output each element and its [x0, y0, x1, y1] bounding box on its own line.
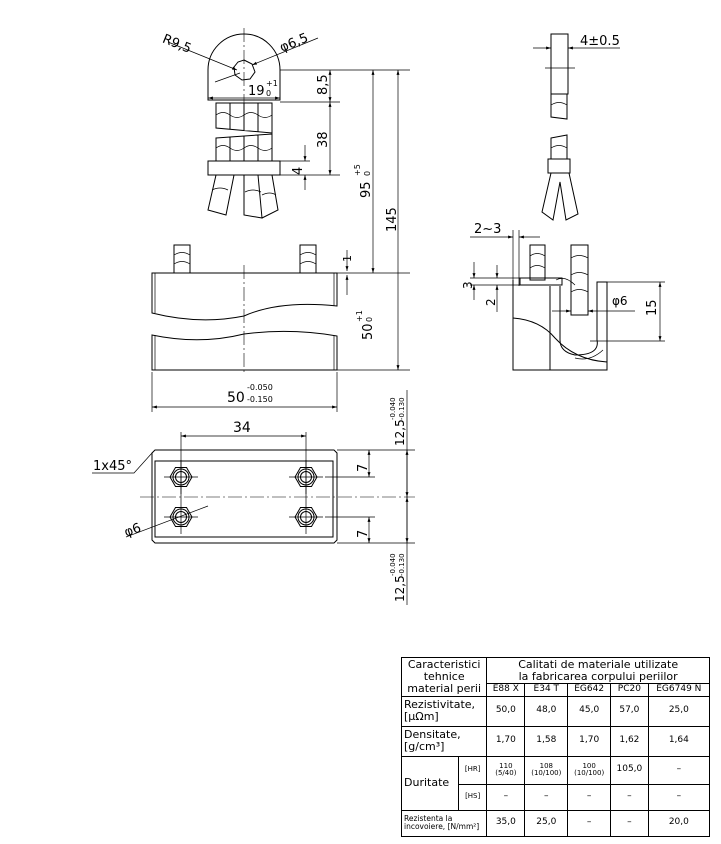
dim-4: 4	[291, 167, 306, 175]
header-line: la fabricarea corpului periilor	[518, 669, 678, 683]
cell: 1,70	[486, 725, 526, 757]
row-unit: [g/cm³]	[404, 740, 445, 754]
row-label: Rezistenta la	[404, 814, 453, 824]
cell: 45,0	[567, 695, 612, 727]
cell-sub: (10/100)	[531, 769, 562, 778]
dim-38: 38	[316, 131, 331, 148]
cell: 25,0	[524, 809, 569, 837]
cell: 35,0	[486, 809, 526, 837]
tol-low: 0	[363, 171, 372, 176]
tol-up: +1	[266, 79, 278, 88]
side-view-top: 4±0.5	[533, 33, 620, 221]
cell: –	[647, 783, 711, 811]
tol-up: +5	[353, 164, 362, 176]
tol-low: 0	[266, 89, 271, 98]
chamfer-label: 1x45°	[93, 459, 132, 474]
header-line: tehnice	[423, 669, 465, 683]
cell-sub: (5/40)	[495, 769, 517, 778]
cell: –	[524, 783, 569, 811]
dim-95: 95	[359, 181, 374, 198]
hr-label: [HR]	[457, 755, 488, 785]
cell: 50,0	[486, 695, 526, 727]
tol-up: -0.050	[247, 383, 273, 392]
dim-50-width: 50	[227, 390, 245, 406]
tol-low: -0.130	[398, 397, 406, 420]
dim-2-3: 2~3	[474, 222, 501, 237]
cell: 108	[539, 761, 553, 770]
tol-up: +1	[355, 310, 364, 322]
table-row: Rezistivitate,[μΩm] 50,0 48,0 45,0 57,0 …	[400, 695, 711, 727]
cell: –	[610, 809, 649, 837]
dim-15: 15	[645, 299, 660, 316]
top-view: R9,5 φ6,5 19 +1 0 8,5 38 4 95 +5 0 145	[160, 28, 410, 370]
cell: 57,0	[610, 695, 649, 727]
header-line: Caracteristici	[407, 658, 481, 672]
dim-7-bottom: 7	[356, 530, 371, 538]
hole-label: φ6	[122, 521, 143, 541]
dim-12-5-bottom: 12,5	[393, 575, 407, 602]
dim-4-0-5: 4±0.5	[580, 34, 620, 49]
dim-7-top: 7	[356, 464, 371, 472]
dim-1: 1	[341, 255, 354, 262]
tol-low: -0.130	[398, 553, 406, 576]
table-row: Densitate,[g/cm³] 1,70 1,58 1,70 1,62 1,…	[400, 725, 711, 757]
material-col: EG642	[567, 683, 612, 697]
header-characteristics: Caracteristici tehnice material perii	[400, 657, 488, 697]
dim-145: 145	[385, 207, 400, 232]
cell: 1,58	[524, 725, 569, 757]
material-col: E88 X	[486, 683, 526, 697]
cell: 105,0	[616, 764, 643, 775]
cell: 110	[499, 761, 513, 770]
mounting-hole	[289, 500, 323, 534]
cell: 1,64	[647, 725, 711, 757]
cell: 1,70	[567, 725, 612, 757]
material-col: EG6749 N	[647, 683, 711, 697]
cell: 48,0	[524, 695, 569, 727]
width-19-label: 19	[248, 84, 265, 99]
cell: –	[610, 783, 649, 811]
material-col: PC20	[610, 683, 649, 697]
side-view-section: 2~3 3 2 φ6 15	[461, 222, 665, 371]
header-line: Calitati de materiale utilizate	[518, 658, 679, 671]
material-col: E34 T	[524, 683, 569, 697]
table-row-hr: Duritate [HR] 110(5/40) 108(10/100) 100(…	[401, 755, 711, 811]
hardness-label: Duritate	[401, 755, 459, 811]
row-unit: [μΩm]	[404, 710, 439, 724]
tol-up: -0.040	[389, 553, 397, 576]
cell: –	[676, 764, 682, 775]
cell: –	[567, 783, 612, 811]
dim-8-5: 8,5	[316, 74, 331, 95]
dim-phi6: φ6	[612, 294, 628, 308]
cell: 20,0	[647, 809, 711, 837]
dim-50-height: 50	[361, 323, 376, 340]
hole-dia-label: φ6,5	[278, 31, 311, 56]
cell-sub: (10/100)	[574, 769, 605, 778]
radius-label: R9,5	[160, 32, 193, 57]
row-unit: incovoiere, [N/mm²]	[404, 822, 480, 832]
tol-low: -0.150	[247, 395, 273, 404]
header-materials: Calitati de materiale utilizate la fabri…	[486, 656, 710, 685]
cell: 25,0	[647, 695, 711, 727]
cell: –	[486, 783, 526, 811]
bottom-view: 34 1x45° φ6 7 7 12,5 -0.040 -0.130 12,5 …	[92, 390, 415, 605]
tol-low: 0	[365, 317, 374, 322]
tol-up: -0.040	[389, 397, 397, 420]
dim-34: 34	[233, 420, 251, 436]
mounting-hole	[164, 500, 198, 534]
hs-label: [HS]	[457, 783, 488, 811]
material-properties-table: Caracteristici tehnice material perii Ca…	[400, 656, 711, 837]
cell: 1,62	[610, 725, 649, 757]
cell: 100	[582, 761, 596, 770]
cell: –	[567, 809, 612, 837]
header-line: material perii	[407, 681, 482, 695]
dim-2: 2	[484, 298, 498, 306]
row-label: Densitate,	[404, 728, 461, 742]
dim-3: 3	[461, 281, 475, 289]
front-view: 1 50 +1 0 50 -0.050 -0.150	[151, 244, 410, 412]
row-label: Rezistivitate,	[404, 698, 476, 712]
dim-12-5-top: 12,5	[393, 419, 407, 446]
